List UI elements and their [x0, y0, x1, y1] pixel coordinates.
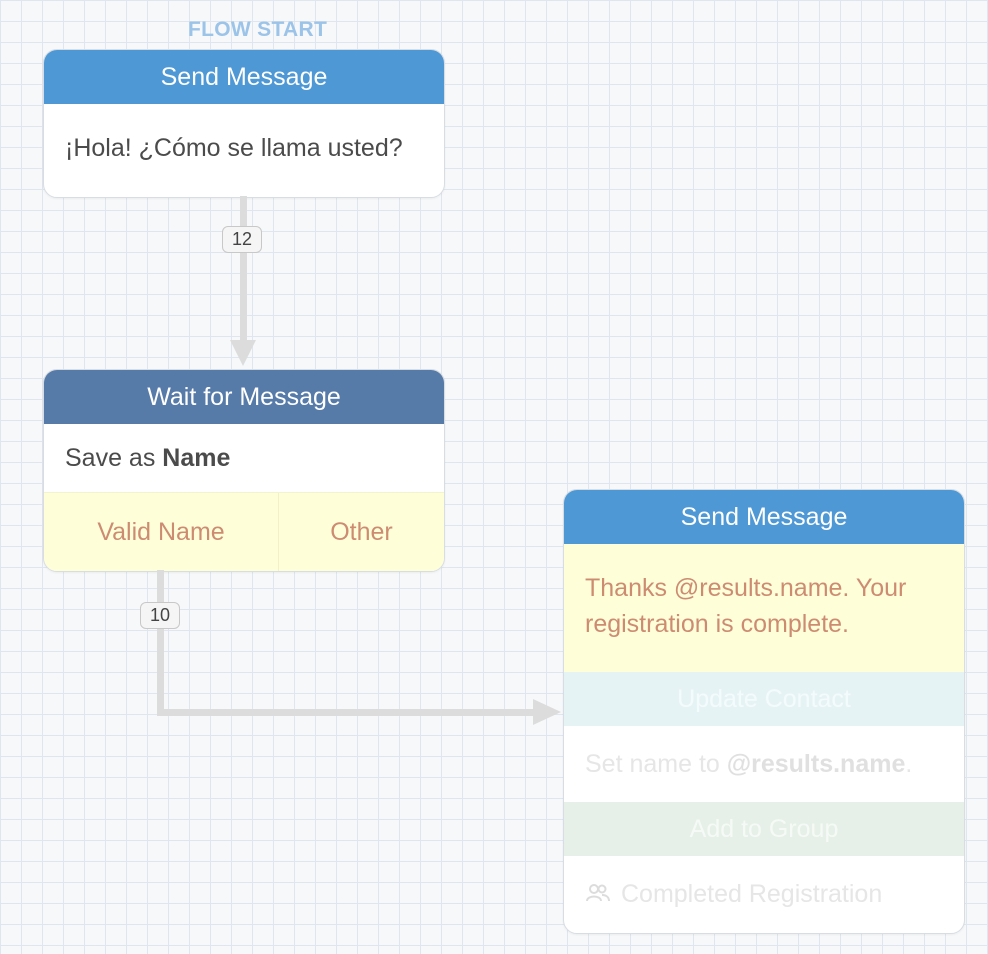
update-value: @results.name [726, 750, 906, 778]
update-prefix: Set name to [585, 750, 727, 778]
connector-line [157, 709, 537, 716]
group-name: Completed Registration [621, 880, 883, 908]
connection-count[interactable]: 10 [140, 602, 181, 629]
connector-line [240, 196, 247, 342]
message-text: ¡Hola! ¿Cómo se llama usted? [65, 134, 403, 162]
exit-valid-name[interactable]: Valid Name [97, 518, 225, 546]
node-title[interactable]: Send Message [44, 50, 444, 104]
flow-start-label: FLOW START [188, 18, 328, 41]
connector-arrow [533, 699, 561, 725]
exit-row: Valid Name Other [44, 492, 444, 571]
send-message-node-final[interactable]: Send Message Thanks @results.name. Your … [563, 489, 965, 934]
send-message-node[interactable]: Send Message ¡Hola! ¿Cómo se llama usted… [43, 49, 445, 198]
update-contact-header[interactable]: Update Contact [564, 672, 964, 726]
save-variable: Name [162, 444, 231, 472]
group-icon [585, 857, 611, 933]
update-contact-text: Set name to @results.name. [564, 726, 964, 802]
connection-count[interactable]: 12 [222, 226, 263, 253]
group-row: Completed Registration [564, 856, 964, 932]
node-title[interactable]: Send Message [564, 490, 964, 544]
node-title[interactable]: Wait for Message [44, 370, 444, 424]
connector-line [157, 570, 164, 716]
wait-for-message-node[interactable]: Wait for Message Save as Name Valid Name… [43, 369, 445, 572]
add-to-group-header[interactable]: Add to Group [564, 802, 964, 856]
exit-other[interactable]: Other [278, 493, 444, 571]
save-as-text: Save as Name [44, 424, 444, 492]
update-suffix: . [905, 750, 913, 778]
message-text: Thanks @results.name. Your registration … [564, 544, 964, 672]
connector-arrow [230, 340, 256, 366]
save-prefix: Save as [65, 444, 163, 472]
